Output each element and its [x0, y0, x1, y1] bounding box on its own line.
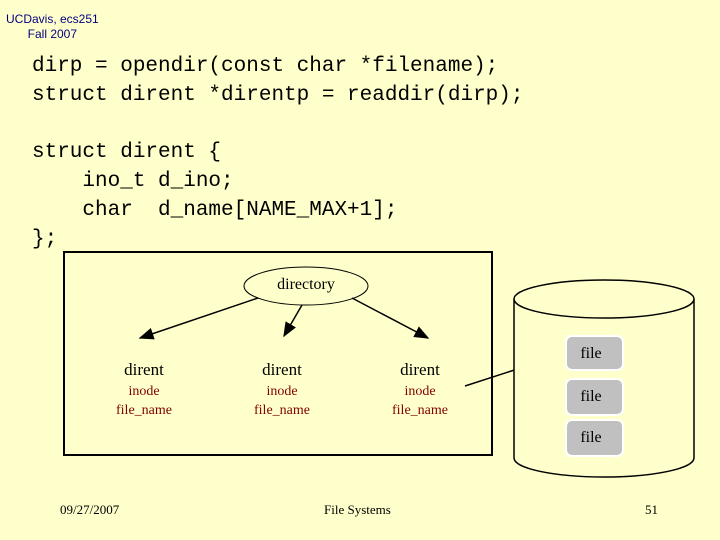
dirent-1-title: dirent [124, 360, 164, 379]
dirent-3-title: dirent [400, 360, 440, 379]
file-block-2 [565, 378, 624, 416]
dirent-2-inode: inode [266, 384, 298, 399]
code-line: dirp = opendir(const char *filename); [32, 55, 499, 78]
file-block-1 [565, 335, 624, 371]
arrow-to-dirent-2 [283, 304, 303, 338]
course-name: UCDavis, ecs251 [6, 12, 99, 26]
code-block-struct: struct dirent { ino_t d_ino; char d_name… [32, 138, 397, 254]
dirent-3-filename: file_name [392, 403, 448, 418]
dirent-3-inode: inode [404, 384, 436, 399]
code-line: ino_t d_ino; [32, 170, 234, 193]
code-line: }; [32, 228, 58, 251]
code-block-opendir: dirp = opendir(const char *filename); st… [32, 52, 523, 110]
code-line: struct dirent { [32, 141, 222, 164]
file-block-3 [565, 419, 624, 457]
course-term: Fall 2007 [27, 27, 78, 41]
footer-date: 09/27/2007 [60, 502, 120, 517]
file-label-3: file [580, 429, 602, 446]
dirent-1-filename: file_name [116, 403, 172, 418]
footer-title: File Systems [324, 502, 391, 517]
arrow-to-dirent-3 [351, 297, 430, 339]
page-number: 51 [645, 502, 658, 517]
code-line: struct dirent *direntp = readdir(dirp); [32, 84, 524, 107]
file-label-2: file [580, 388, 602, 405]
file-label-1: file [580, 345, 602, 362]
directory-frame [63, 251, 493, 456]
arrow-to-dirent-1 [138, 297, 259, 340]
course-header: UCDavis, ecs251 Fall 2007 [6, 12, 99, 42]
dirent-2-filename: file_name [254, 403, 310, 418]
dirent-1-inode: inode [128, 384, 160, 399]
dirent-2-title: dirent [262, 360, 302, 379]
code-line: char d_name[NAME_MAX+1]; [32, 199, 398, 222]
directory-label: directory [277, 276, 335, 293]
directory-node [243, 266, 369, 306]
